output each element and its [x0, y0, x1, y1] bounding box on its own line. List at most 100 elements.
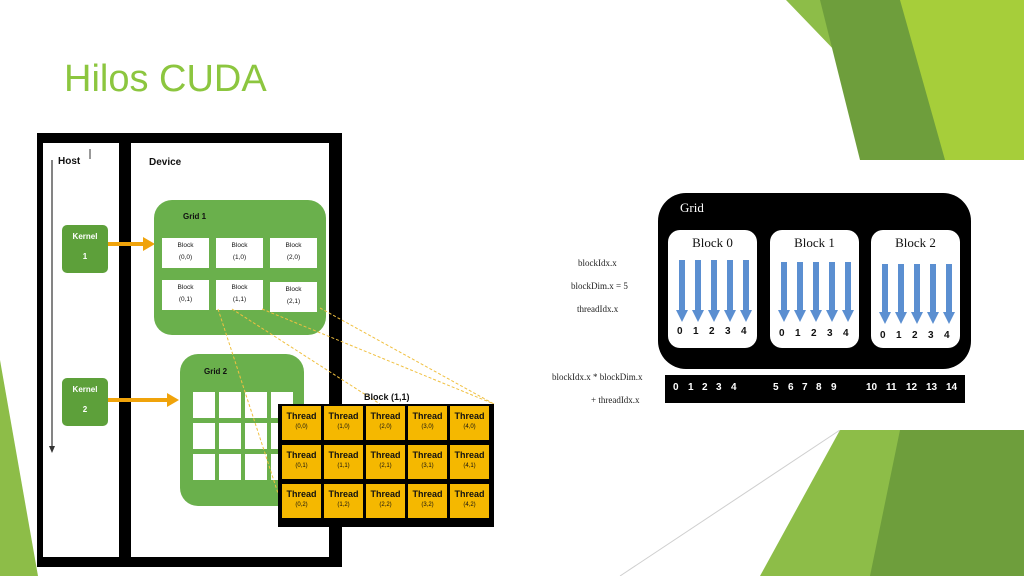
- thread-index: (2,0): [379, 424, 392, 430]
- global-index: 12: [906, 382, 918, 393]
- thread-cell: Thread (4,0): [450, 406, 489, 440]
- grid-2-block: [245, 454, 267, 480]
- slide-title: Hilos CUDA: [64, 58, 267, 100]
- thread-number: 3: [725, 326, 731, 337]
- note-thread-idx: threadIdx.x: [577, 304, 619, 314]
- global-index: 13: [926, 382, 938, 393]
- thread-index: (4,0): [463, 424, 476, 430]
- global-index: 0: [673, 382, 679, 393]
- thread-cell: Thread(3,2): [408, 484, 447, 518]
- kernel-2-label: Kernel: [72, 385, 98, 394]
- kernel-1: Kernel 1: [62, 225, 108, 273]
- thread-index: (4,1): [463, 463, 476, 469]
- thread-number: 1: [795, 328, 801, 339]
- block-index: (2,1): [286, 298, 301, 305]
- block-index: (0,1): [178, 296, 193, 303]
- thread-index: (1,1): [337, 463, 350, 469]
- grid-2-block: [193, 423, 215, 449]
- global-index: 14: [946, 382, 958, 393]
- block-index: (2,0): [286, 254, 301, 261]
- block-0-0: Block(0,0): [162, 238, 209, 268]
- block-label: Block: [177, 284, 194, 291]
- block-label: Block: [231, 242, 248, 249]
- thread-number: 0: [880, 330, 886, 341]
- thread-index: (3,0): [421, 424, 434, 430]
- global-index: 4: [731, 382, 737, 393]
- block-label: Block: [285, 242, 302, 249]
- thread-number: 2: [912, 330, 918, 341]
- thread-cell: Thread(2,1): [366, 445, 405, 479]
- grid-2-block: [245, 392, 267, 418]
- thread-number: 1: [693, 326, 699, 337]
- block-label: Block: [231, 284, 248, 291]
- block-2-label: Block 2: [895, 235, 936, 250]
- kernel-1-label: Kernel: [72, 232, 98, 241]
- grid-2-block: [193, 454, 215, 480]
- thread-label: Thread: [328, 489, 359, 499]
- global-index: 3: [716, 382, 722, 393]
- grid-2-block: [219, 423, 241, 449]
- thread-index: (0,1): [295, 463, 308, 469]
- global-index: 2: [702, 382, 708, 393]
- thread-cell: Thread (0,1): [282, 445, 321, 479]
- note-formula-line2: + threadIdx.x: [591, 395, 640, 405]
- thread-cell: Thread (3,1): [408, 445, 447, 479]
- global-index-bar: [665, 375, 965, 403]
- thread-number: 3: [928, 330, 934, 341]
- block-index: (1,0): [232, 254, 247, 261]
- thread-number: 4: [944, 330, 950, 341]
- thread-label: Thread: [370, 411, 401, 421]
- host-label: Host: [58, 156, 81, 167]
- thread-label: Thread: [286, 450, 317, 460]
- thread-label: Thread: [286, 411, 317, 421]
- grid-2-label: Grid 2: [204, 367, 228, 376]
- block-2-1: Block(2,1): [270, 282, 317, 312]
- thread-number: 4: [741, 326, 747, 337]
- thread-label: Thread: [328, 450, 359, 460]
- thread-cell: Thread (3,0): [408, 406, 447, 440]
- block-1-0: Block (1,0): [216, 238, 263, 268]
- block-detail-label: Block (1,1): [364, 392, 410, 402]
- device-label: Device: [149, 157, 182, 168]
- thread-cell: Thread (4,1): [450, 445, 489, 479]
- global-index: 1: [688, 382, 694, 393]
- thread-cell: Thread (2,2): [366, 484, 405, 518]
- thread-cell: Thread (2,0): [366, 406, 405, 440]
- thread-label: Thread: [328, 411, 359, 421]
- thread-cell: Thread (1,1): [324, 445, 363, 479]
- global-index: 8: [816, 382, 822, 393]
- block-0-1: Block (0,1): [162, 280, 209, 310]
- note-formula-line1: blockIdx.x * blockDim.x: [552, 372, 643, 382]
- thread-label: Thread: [454, 450, 485, 460]
- thread-label: Thread: [370, 450, 401, 460]
- thread-index: (0,0): [295, 424, 308, 430]
- thread-cell: Thread(1,0): [324, 406, 363, 440]
- kernel-1-number: 1: [82, 252, 88, 261]
- thread-number: 1: [896, 330, 902, 341]
- note-block-dim: blockDim.x = 5: [571, 281, 628, 291]
- grid-2-block: [193, 392, 215, 418]
- thread-label: Thread: [370, 489, 401, 499]
- thread-index: (4,2): [463, 502, 476, 508]
- thread-label: Thread: [454, 489, 485, 499]
- thread-label: Thread: [412, 450, 443, 460]
- block-0-label: Block 0: [692, 235, 733, 250]
- thread-index: (3,1): [421, 463, 434, 469]
- thread-label: Thread: [412, 411, 443, 421]
- thread-index: (2,2): [379, 502, 392, 508]
- thread-number: 2: [709, 326, 715, 337]
- block-index: (1,1): [232, 296, 247, 303]
- global-index: 6: [788, 382, 794, 393]
- kernel-2-number: 2: [82, 405, 88, 414]
- note-block-idx: blockIdx.x: [578, 258, 617, 268]
- thread-cell: Thread(1,2): [324, 484, 363, 518]
- thread-cell: Thread (4,2): [450, 484, 489, 518]
- grid-2-block: [219, 454, 241, 480]
- thread-label: Thread: [286, 489, 317, 499]
- block-label: Block: [177, 242, 194, 249]
- global-index: 9: [831, 382, 837, 393]
- thread-label: Thread: [454, 411, 485, 421]
